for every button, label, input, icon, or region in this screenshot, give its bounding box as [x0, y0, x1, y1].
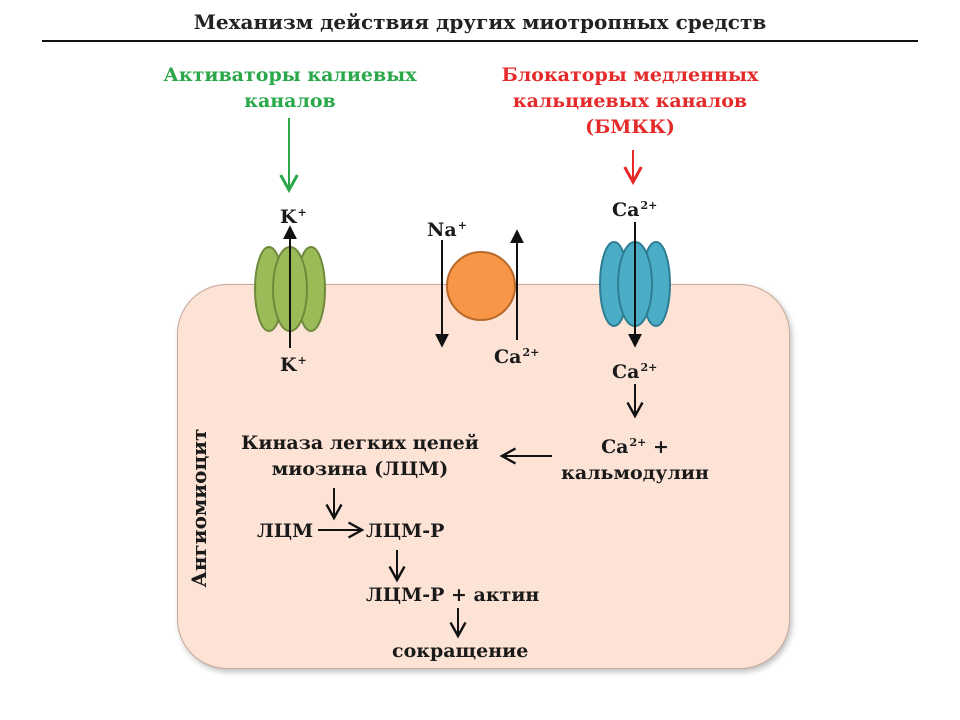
sodium-label: Na+ [427, 219, 467, 241]
calcium-exchanger-label: Ca2+ [494, 346, 540, 368]
myosin-light-chain-kinase: Киназа легких цепей миозина (ЛЦМ) [241, 432, 479, 480]
calcium-label-inside: Ca2+ [612, 361, 658, 383]
sodium-calcium-exchanger [446, 251, 516, 321]
potassium-label-inside: K+ [280, 354, 307, 376]
blockers-label: Блокаторы медленных кальциевых каналов (… [501, 64, 759, 138]
potassium-channel [254, 246, 326, 332]
lcm-label: ЛЦМ [257, 520, 314, 542]
lcm-p-label: ЛЦМ-P [366, 520, 445, 542]
contraction-label: сокращение [392, 640, 529, 662]
calcium-label-outside: Ca2+ [612, 199, 658, 221]
activators-label: Активаторы калиевых каналов [163, 64, 417, 112]
page-title: Механизм действия других миотропных сред… [193, 10, 767, 34]
potassium-label-outside: K+ [280, 206, 307, 228]
title-divider [42, 40, 918, 42]
cell-type-label: Ангиомиоцит [187, 428, 211, 588]
angiomyocyte-cell [177, 284, 790, 669]
lcm-p-actin-label: ЛЦМ-P + актин [366, 584, 540, 606]
calcium-calmodulin-complex: Ca2+ + кальмодулин [561, 436, 709, 484]
